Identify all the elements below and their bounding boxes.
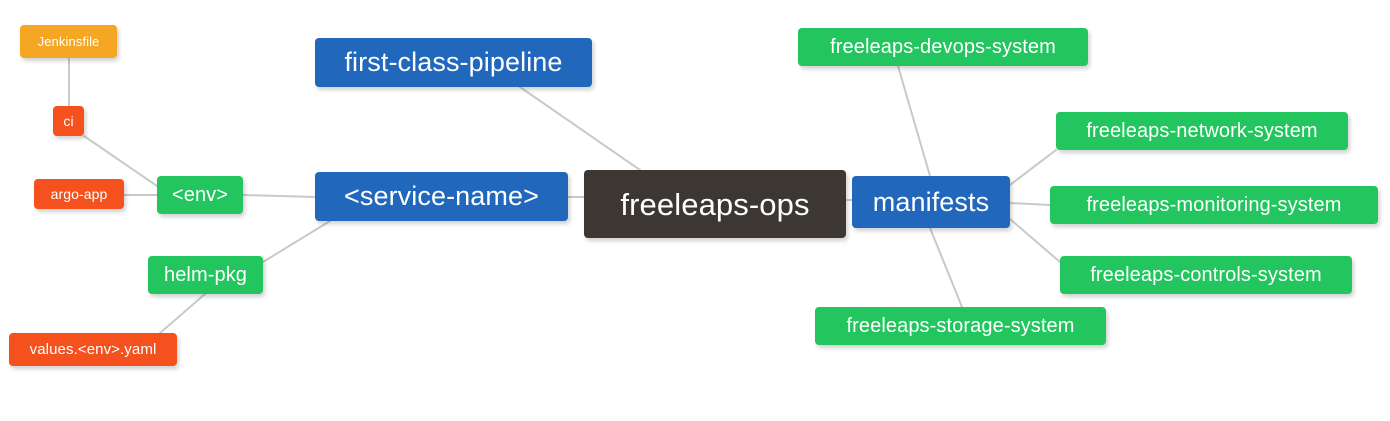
mindmap-node-freeleaps-controls-system[interactable]: freeleaps-controls-system (1060, 256, 1352, 294)
mindmap-node-label: argo-app (50, 186, 108, 202)
mindmap-node-label: <env> (171, 184, 229, 206)
mindmap-node-env[interactable]: <env> (157, 176, 243, 214)
mindmap-node-label: helm-pkg (163, 264, 248, 286)
mindmap-node-first-class-pipeline[interactable]: first-class-pipeline (315, 38, 592, 87)
mindmap-node-label: Jenkinsfile (37, 34, 100, 49)
mindmap-node-label: freeleaps-ops (620, 186, 810, 222)
mindmap-node-label: freeleaps-devops-system (830, 36, 1056, 58)
mindmap-node-freeleaps-storage-system[interactable]: freeleaps-storage-system (815, 307, 1106, 345)
mindmap-node-freeleaps-monitoring-system[interactable]: freeleaps-monitoring-system (1050, 186, 1378, 224)
mindmap-node-label: ci (63, 113, 74, 129)
mindmap-node-label: freeleaps-controls-system (1090, 264, 1322, 286)
mindmap-node-jenkinsfile[interactable]: Jenkinsfile (20, 25, 117, 58)
mindmap-node-ci[interactable]: ci (53, 106, 84, 136)
mindmap-node-label: first-class-pipeline (344, 47, 563, 77)
mindmap-edge-values-env-yaml-to-helm-pkg (159, 293, 206, 334)
mindmap-edge-manifests-to-freeleaps-network-system (1009, 149, 1057, 186)
mindmap-node-label: freeleaps-storage-system (846, 315, 1075, 337)
mindmap-edge-env-to-service-name (242, 194, 316, 198)
mindmap-node-helm-pkg[interactable]: helm-pkg (148, 256, 263, 294)
mindmap-node-manifests[interactable]: manifests (852, 176, 1010, 228)
mindmap-edge-manifests-to-freeleaps-storage-system (929, 227, 963, 308)
mindmap-edge-helm-pkg-to-service-name (262, 220, 331, 263)
mindmap-node-label: freeleaps-monitoring-system (1086, 194, 1342, 216)
mindmap-node-values-env-yaml[interactable]: values.<env>.yaml (9, 333, 177, 366)
mindmap-node-freeleaps-devops-system[interactable]: freeleaps-devops-system (798, 28, 1088, 66)
mindmap-node-argo-app[interactable]: argo-app (34, 179, 124, 209)
mindmap-node-label: <service-name> (344, 181, 539, 211)
mindmap-node-label: manifests (872, 186, 990, 217)
mindmap-edge-manifests-to-freeleaps-monitoring-system (1009, 202, 1051, 206)
mindmap-node-freeleaps-network-system[interactable]: freeleaps-network-system (1056, 112, 1348, 150)
mindmap-node-label: values.<env>.yaml (29, 341, 157, 358)
mindmap-node-service-name[interactable]: <service-name> (315, 172, 568, 221)
mindmap-edge-freeleaps-devops-system-to-manifests (897, 65, 931, 177)
mindmap-edge-first-class-pipeline-to-freeleaps-ops (519, 86, 641, 171)
mindmap-node-label: freeleaps-network-system (1086, 120, 1318, 142)
mindmap-edge-manifests-to-freeleaps-controls-system (1009, 218, 1061, 263)
mindmap-node-freeleaps-ops[interactable]: freeleaps-ops (584, 170, 846, 238)
